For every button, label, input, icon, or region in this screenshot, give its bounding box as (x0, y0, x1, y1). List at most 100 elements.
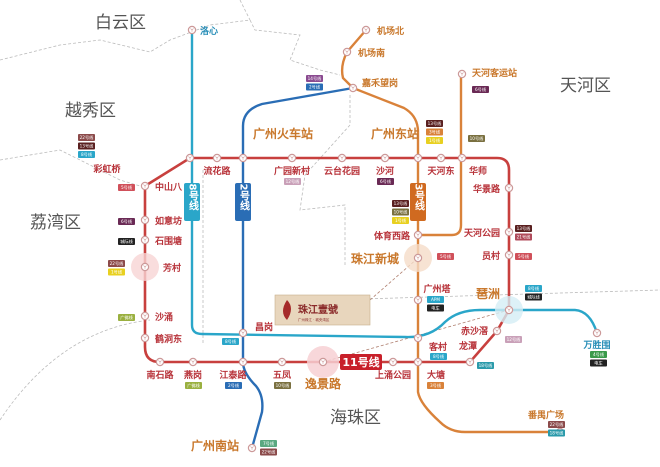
line-badge: 13号线 (78, 142, 95, 150)
line2-label: 2号线 (238, 184, 250, 212)
metro-logo-icon (190, 28, 194, 32)
metro-logo-icon (143, 265, 147, 269)
line-badge: 电车 (427, 304, 444, 312)
line-badge: 6号线 (377, 178, 394, 185)
metro-logo-icon (416, 156, 420, 160)
district-yuexiu: 越秀区 (65, 101, 116, 121)
line-badge-label: 城际线 (120, 238, 133, 245)
line-badge-label: 1号线 (395, 217, 407, 224)
metro-logo-icon (416, 298, 420, 302)
metro-logo-icon (507, 230, 511, 234)
station-huochezhan[interactable]: 广州火车站 (238, 126, 313, 163)
line-badge: 4号线 (590, 351, 607, 358)
metro-logo-icon (468, 360, 472, 364)
line-badge-label: 13号线 (394, 200, 409, 207)
line-badge-label: 21号线 (517, 234, 532, 241)
line-badge: 8号线 (78, 151, 95, 158)
station-name: 天河客运站 (472, 67, 517, 79)
metro-logo-icon (495, 329, 499, 333)
line-badge: 广佛线 (118, 314, 135, 321)
station-huashi[interactable]: 华师 10号线 (457, 135, 487, 177)
station-name: 南石路 (146, 369, 174, 381)
station-name: 天河东 (427, 165, 454, 177)
metro-logo-icon (391, 360, 395, 364)
line-badge-label: 8号线 (225, 338, 237, 345)
line-badge-label: 电车 (594, 360, 602, 367)
station-liuhualu[interactable]: 流花路 (203, 153, 231, 177)
station-yuntai[interactable]: 云台花园 (324, 153, 360, 177)
line-8 (190, 30, 599, 339)
station-name: 珠江新城 (351, 251, 399, 266)
district-boundaries (0, 0, 660, 421)
line-badge-label: 5号线 (440, 253, 452, 260)
station-jichangnan[interactable]: 机场南 (342, 47, 385, 59)
station-tianhedong[interactable]: 天河东 (427, 153, 455, 177)
line-badge-label: 6号线 (121, 218, 133, 225)
line-badge: 22号线 (108, 260, 125, 267)
metro-logo-icon (416, 360, 420, 364)
station-name: 江泰路 (219, 369, 247, 381)
line-badge-label: 2号线 (228, 382, 240, 389)
station-name: 洛心 (200, 25, 218, 37)
metro-logo-icon (416, 256, 420, 260)
station-hedongdong[interactable]: 鹤洞东 (140, 333, 182, 345)
line-2 (241, 86, 354, 449)
line-3-branch (418, 74, 463, 237)
metro-logo-icon (241, 331, 245, 335)
metro-logo-icon (143, 184, 147, 188)
line-badge: APM (427, 296, 444, 303)
station-name: 燕岗 (184, 369, 202, 381)
line8-label: 8号线 (187, 184, 199, 212)
station-huajinglu[interactable]: 华景路 (473, 183, 514, 195)
station-shangyong[interactable]: 上涌公园 (375, 357, 411, 381)
line3-label: 3号线 (413, 184, 425, 212)
station-zhujiangxincheng[interactable]: 珠江新城 5号线 (351, 251, 454, 266)
line-badge: 12号线 (284, 178, 301, 185)
district-tianhe: 天河区 (560, 76, 611, 96)
line-badge-label: 5号线 (121, 184, 133, 191)
station-nanshilu[interactable]: 南石路 (146, 357, 174, 381)
station-name: 彩虹桥 (92, 163, 121, 175)
metro-logo-icon (143, 336, 147, 340)
station-name: 华师 (469, 165, 487, 177)
line-badge: 2号线 (225, 382, 242, 389)
station-yijinglu[interactable]: 逸景路 (305, 357, 342, 391)
station-jichangbei[interactable]: 机场北 (361, 25, 404, 37)
station-name: 万胜围 (582, 339, 610, 351)
line-badge: 8号线 (430, 353, 447, 360)
line-badge-label: 3号线 (430, 382, 442, 389)
line-badge-label: 10号线 (470, 135, 485, 142)
station-luoxin[interactable]: 洛心 (187, 25, 218, 37)
line-badge: 13号线 (515, 225, 532, 232)
stations: 洛心机场北机场南嘉禾望岗14号线2号线彩虹桥22号线13号线8号线流花路广州火车… (78, 25, 611, 456)
line-badge: 5号线 (437, 253, 454, 260)
